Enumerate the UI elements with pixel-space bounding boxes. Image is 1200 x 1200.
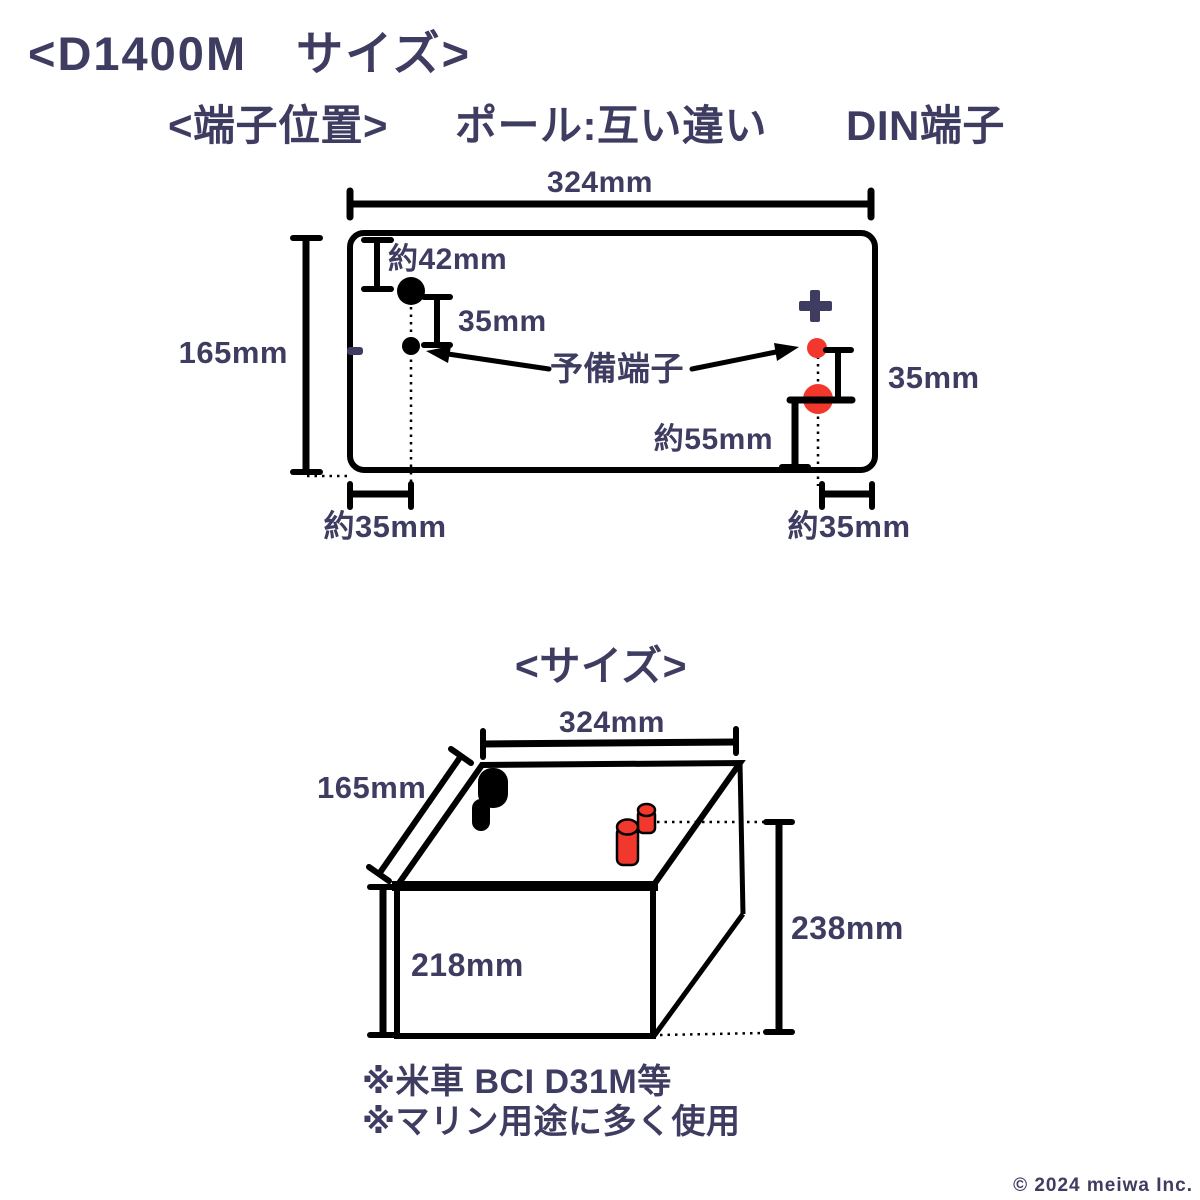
pos-bottom-offset-label: 約55mm	[653, 423, 773, 456]
subtitle-terminal-type: DIN端子	[846, 102, 1005, 149]
neg-pair-gap-label: 35mm	[458, 305, 547, 338]
sv-front-height-label: 218mm	[411, 947, 524, 983]
note-bci-equivalent: ※米車 BCI D31M等	[362, 1063, 672, 1101]
page-title: <D1400M サイズ>	[28, 27, 472, 80]
size-view-diagram	[366, 726, 795, 1039]
negative-main-terminal-dot	[397, 277, 425, 305]
spare-arrow-right-head	[774, 343, 799, 361]
sv-width-dim-line	[482, 738, 737, 748]
pos-pair-gap-label: 35mm	[888, 360, 980, 395]
copyright-notice: © 2024 meiwa Inc.	[1013, 1175, 1193, 1196]
box-right-bottom-slant-edge	[651, 912, 746, 1038]
spare-arrow-right-shaft	[689, 349, 779, 372]
sv-depth-label: 165mm	[317, 770, 427, 805]
sv-total-height-label: 238mm	[791, 910, 904, 946]
negative-terminal-3d-body	[478, 768, 508, 808]
negative-spare-terminal-dot	[402, 337, 420, 355]
positive-spare-terminal-3d-top	[636, 802, 657, 818]
sv-depth-tick-top	[448, 746, 474, 766]
tv-width-label: 324mm	[547, 166, 653, 199]
tv-height-label: 165mm	[178, 335, 288, 370]
neg-top-offset-label: 約42mm	[388, 243, 508, 276]
sv-depth-dim-line	[376, 754, 464, 876]
negative-terminal-3d-foot	[472, 799, 490, 831]
top-view-diagram	[290, 187, 878, 510]
spare-arrow-left-head	[426, 346, 451, 363]
plus-sign-vertical	[810, 290, 820, 322]
note-marine-use: ※マリン用途に多く使用	[362, 1103, 741, 1141]
spare-terminal-label: 予備端子	[550, 350, 684, 387]
subtitle-pole-layout: ポール:互い違い	[455, 102, 767, 149]
pos-right-offset-label: 約35mm	[787, 509, 911, 544]
minus-sign	[347, 347, 363, 355]
box-right-back-edge	[737, 762, 746, 915]
positive-main-terminal-3d-top	[615, 818, 640, 836]
sv-height-dotted-bottom	[659, 1031, 765, 1037]
subtitle-terminal-position: <端子位置>	[168, 102, 389, 149]
box-top-face	[391, 759, 746, 889]
neg-left-offset-label: 約35mm	[323, 509, 447, 544]
sv-width-label: 324mm	[559, 706, 665, 739]
sv-depth-tick-bottom	[366, 864, 392, 884]
size-view-heading: <サイズ>	[514, 643, 688, 689]
positive-spare-terminal-dot	[807, 338, 827, 358]
spare-arrow-left-shaft	[445, 351, 552, 372]
box-front-face	[394, 883, 656, 1039]
